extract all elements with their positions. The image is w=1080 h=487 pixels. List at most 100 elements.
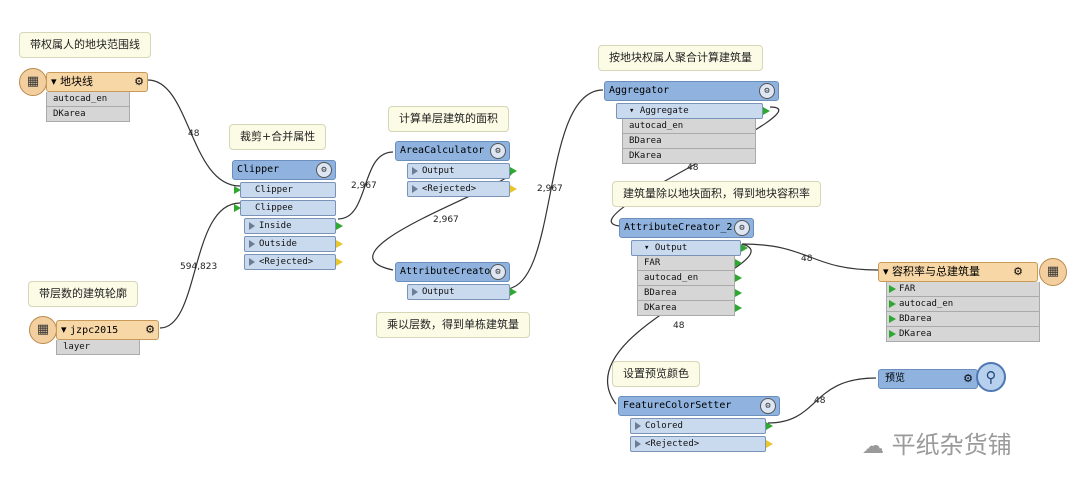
reader-buildings-header[interactable]: ▾ jzpc2015 ⚙ <box>56 320 159 340</box>
annotation-far: 建筑量除以地块面积，得到地块容积率 <box>612 181 821 207</box>
inspector-title: 预览 <box>885 373 905 384</box>
output-port-inside[interactable]: Inside <box>244 218 343 234</box>
featurecolorsetter-title: FeatureColorSetter <box>623 400 732 411</box>
attr-item: DKarea <box>622 149 756 164</box>
inspector-header[interactable]: 预览 ⚙ <box>878 369 978 389</box>
attr-item: layer <box>56 340 140 355</box>
feature-count: 2,967 <box>351 181 377 191</box>
feature-count: 48 <box>673 321 685 331</box>
watermark-text: 平纸杂货铺 <box>891 431 1012 459</box>
output-port-colored[interactable]: Colored <box>630 418 773 434</box>
output-arrow-icon <box>741 244 748 252</box>
gear-icon[interactable]: ⚙ <box>759 83 775 99</box>
output-port-output[interactable]: Output <box>407 284 517 300</box>
link-reader2-clipper <box>159 202 241 329</box>
output-port-output[interactable]: ▾ Output <box>631 240 748 256</box>
reader-parcel-header[interactable]: ▾ 地块线 ⚙ <box>46 72 148 92</box>
gear-icon[interactable]: ⚙ <box>134 75 144 88</box>
output-port-aggregate[interactable]: ▾ Aggregate <box>616 103 770 119</box>
writer-far-total[interactable]: ▾ 容积率与总建筑量 ⚙ FAR autocad_en BDarea DKare… <box>878 262 1040 342</box>
attributecreator-header[interactable]: AttributeCreator⚙ <box>395 262 510 282</box>
attr-item: autocad_en <box>46 92 130 107</box>
areacalculator-header[interactable]: AreaCalculator ⚙ <box>395 141 510 161</box>
attributecreator-2-title: AttributeCreator_2 <box>624 222 733 233</box>
gear-icon[interactable]: ⚙ <box>490 143 506 159</box>
feature-count: 48 <box>814 396 826 406</box>
attr-item: autocad_en <box>622 119 756 134</box>
feature-count: 594,823 <box>180 262 218 272</box>
attr-item: BDarea <box>637 286 742 301</box>
reader-parcel-title: 地块线 <box>60 75 94 88</box>
attr-item: FAR <box>637 256 742 271</box>
link-aggregate-attrcreator2 <box>610 106 780 227</box>
attr-item: FAR <box>886 282 1040 297</box>
link-reader1-clipper <box>147 79 241 187</box>
feature-count: 48 <box>188 129 200 139</box>
collapse-icon[interactable]: ▾ <box>883 265 889 278</box>
annotation-preview-color: 设置预览颜色 <box>612 361 700 387</box>
annotation-aggregate: 按地块权属人聚合计算建筑量 <box>598 45 763 71</box>
magnifier-icon: ⚲ <box>976 362 1006 392</box>
reader-table-icon: ▦ <box>19 68 47 96</box>
output-port-outside[interactable]: Outside <box>244 236 343 252</box>
areacalculator-title: AreaCalculator <box>400 145 485 156</box>
inspector-preview[interactable]: 预览 ⚙ <box>878 369 978 389</box>
attributecreator-title: AttributeCreator <box>400 266 497 277</box>
output-port-rejected[interactable]: <Rejected> <box>407 181 517 197</box>
feature-count: 48 <box>801 254 813 264</box>
reader-table-icon: ▦ <box>29 316 57 344</box>
link-attrcreator2-writer <box>741 243 879 271</box>
collapse-icon[interactable]: ▾ <box>51 75 57 88</box>
gear-icon[interactable]: ⚙ <box>734 220 750 236</box>
annotation-area-calc: 计算单层建筑的面积 <box>388 106 509 132</box>
input-port-clippee[interactable]: Clippee <box>234 200 336 216</box>
transformer-attributecreator-2[interactable]: AttributeCreator_2⚙ ▾ Output FAR autocad… <box>619 218 754 316</box>
annotation-parcel-lines: 带权属人的地块范围线 <box>19 32 151 58</box>
output-label: Output <box>654 243 688 253</box>
collapse-icon[interactable]: ▾ <box>644 243 655 253</box>
aggregate-label: Aggregate <box>639 106 689 116</box>
aggregator-header[interactable]: Aggregator ⚙ <box>604 81 779 101</box>
link-colored-inspector <box>767 377 877 424</box>
clipper-title: Clipper <box>237 164 280 175</box>
gear-icon[interactable]: ⚙ <box>490 264 506 280</box>
output-port-output[interactable]: Output <box>407 163 517 179</box>
gear-icon[interactable]: ⚙ <box>963 372 973 385</box>
transformer-featurecolorsetter[interactable]: FeatureColorSetter ⚙ Colored <Rejected> <box>618 396 780 452</box>
watermark: ☁ 平纸杂货铺 <box>862 425 1012 460</box>
output-port-rejected[interactable]: <Rejected> <box>630 436 773 452</box>
link-attrcreator-aggregator <box>504 89 604 290</box>
output-port-rejected[interactable]: <Rejected> <box>244 254 343 270</box>
attr-item: DKarea <box>637 301 742 316</box>
gear-icon[interactable]: ⚙ <box>1013 265 1023 278</box>
writer-title: 容积率与总建筑量 <box>892 265 981 278</box>
transformer-areacalculator[interactable]: AreaCalculator ⚙ Output <Rejected> <box>395 141 517 197</box>
clipper-header[interactable]: Clipper ⚙ <box>232 160 336 180</box>
annotation-multiply-floors: 乘以层数，得到单栋建筑量 <box>376 312 530 338</box>
gear-icon[interactable]: ⚙ <box>760 398 776 414</box>
link-inside-areacalc <box>337 151 394 220</box>
input-port-clipper[interactable]: Clipper <box>234 182 336 198</box>
transformer-attributecreator[interactable]: AttributeCreator⚙ Output <box>395 262 517 300</box>
collapse-icon[interactable]: ▾ <box>61 323 67 336</box>
attributecreator-2-header[interactable]: AttributeCreator_2⚙ <box>619 218 754 238</box>
output-arrow-icon <box>763 107 770 115</box>
collapse-icon[interactable]: ▾ <box>629 106 640 116</box>
reader-parcel[interactable]: ▾ 地块线 ⚙ autocad_en DKarea <box>46 72 148 122</box>
writer-table-icon: ▦ <box>1039 258 1067 286</box>
transformer-clipper[interactable]: Clipper⚙ Clipper Clippee Inside Outside … <box>232 160 343 270</box>
feature-count: 48 <box>687 163 699 173</box>
attr-item: BDarea <box>886 312 1040 327</box>
feature-count: 2,967 <box>537 184 563 194</box>
annotation-clip-merge: 裁剪+合并属性 <box>229 124 327 150</box>
gear-icon[interactable]: ⚙ <box>316 162 332 178</box>
aggregator-title: Aggregator <box>609 85 670 96</box>
attr-item: autocad_en <box>886 297 1040 312</box>
gear-icon[interactable]: ⚙ <box>145 323 155 336</box>
writer-header[interactable]: ▾ 容积率与总建筑量 ⚙ <box>878 262 1038 282</box>
transformer-aggregator[interactable]: Aggregator ⚙ ▾ Aggregate autocad_en BDare… <box>604 81 779 164</box>
featurecolorsetter-header[interactable]: FeatureColorSetter ⚙ <box>618 396 780 416</box>
feature-count: 2,967 <box>433 215 459 225</box>
attr-item: BDarea <box>622 134 756 149</box>
reader-buildings[interactable]: ▾ jzpc2015 ⚙ layer <box>56 320 159 355</box>
